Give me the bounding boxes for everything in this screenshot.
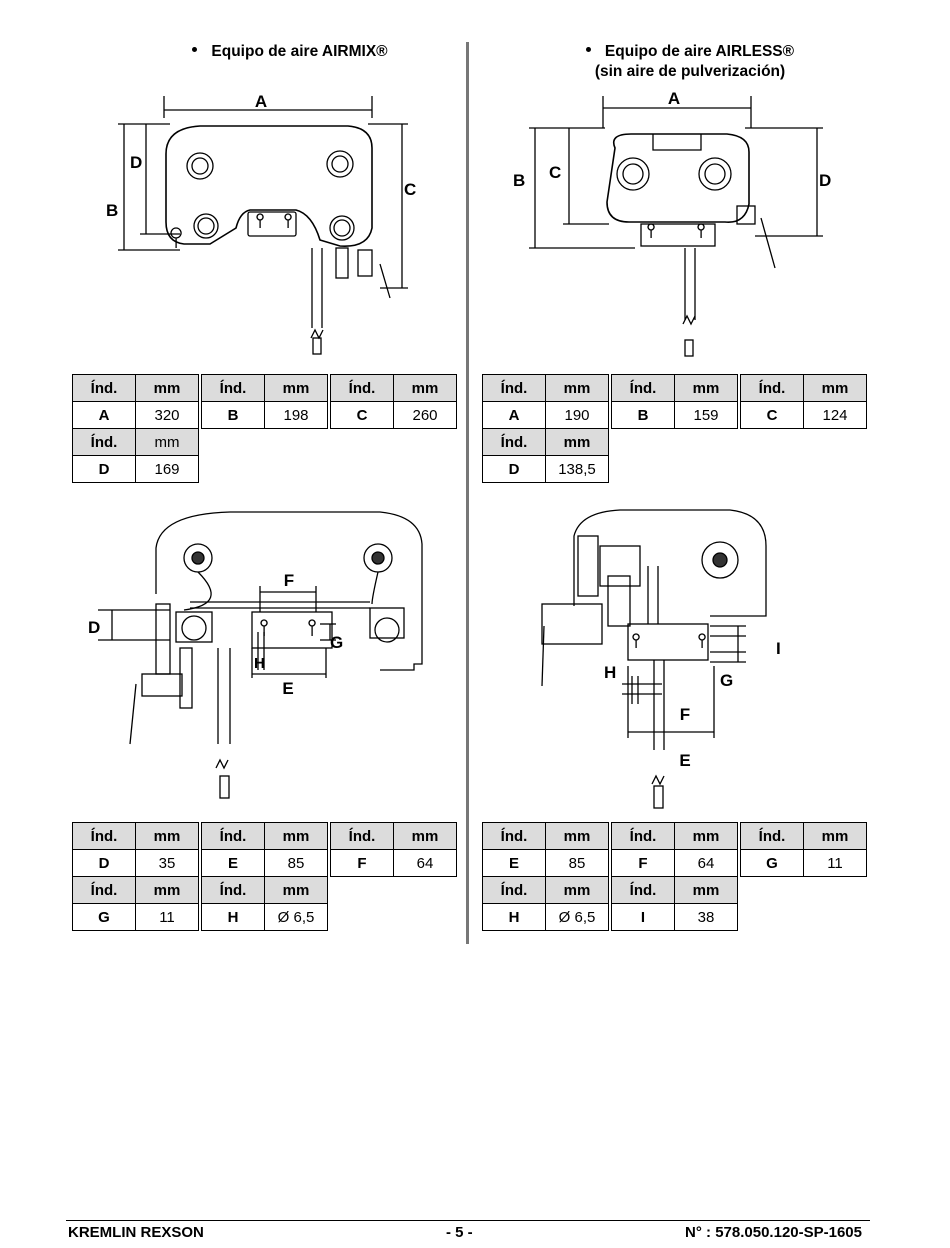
airless-heading: Equipo de aire AIRLESS® (sin aire de pul… bbox=[560, 42, 820, 82]
airmix-heading: Equipo de aire AIRMIX® bbox=[170, 42, 410, 62]
svg-text:D: D bbox=[819, 171, 831, 190]
footer-rule bbox=[66, 1220, 870, 1221]
airmix-detail-diagram: F D G E H bbox=[88, 511, 423, 799]
svg-text:G: G bbox=[720, 671, 733, 690]
airless-front-diagram: A B C D bbox=[513, 89, 831, 357]
svg-text:C: C bbox=[404, 180, 416, 199]
svg-text:A: A bbox=[255, 92, 267, 111]
svg-text:F: F bbox=[284, 571, 294, 590]
svg-text:I: I bbox=[776, 639, 781, 658]
svg-text:E: E bbox=[282, 679, 293, 698]
svg-text:D: D bbox=[88, 618, 100, 637]
footer-page-number: - 5 - bbox=[446, 1224, 473, 1241]
svg-text:A: A bbox=[668, 89, 680, 108]
svg-text:B: B bbox=[513, 171, 525, 190]
svg-text:B: B bbox=[106, 201, 118, 220]
svg-text:C: C bbox=[549, 163, 561, 182]
footer-company: KREMLIN REXSON bbox=[68, 1224, 204, 1241]
svg-text:F: F bbox=[680, 705, 690, 724]
svg-text:G: G bbox=[330, 633, 343, 652]
bullet-icon bbox=[192, 47, 198, 53]
svg-text:H: H bbox=[254, 655, 265, 672]
footer-document-number: N° : 578.050.120-SP-1605 bbox=[685, 1224, 862, 1241]
svg-text:D: D bbox=[130, 153, 142, 172]
airmix-front-diagram: A B D C bbox=[106, 92, 416, 355]
svg-text:H: H bbox=[604, 663, 616, 682]
column-divider bbox=[466, 42, 469, 944]
airless-detail-diagram: I H G F E bbox=[541, 509, 781, 809]
bullet-icon bbox=[585, 47, 591, 53]
svg-text:E: E bbox=[679, 751, 690, 770]
